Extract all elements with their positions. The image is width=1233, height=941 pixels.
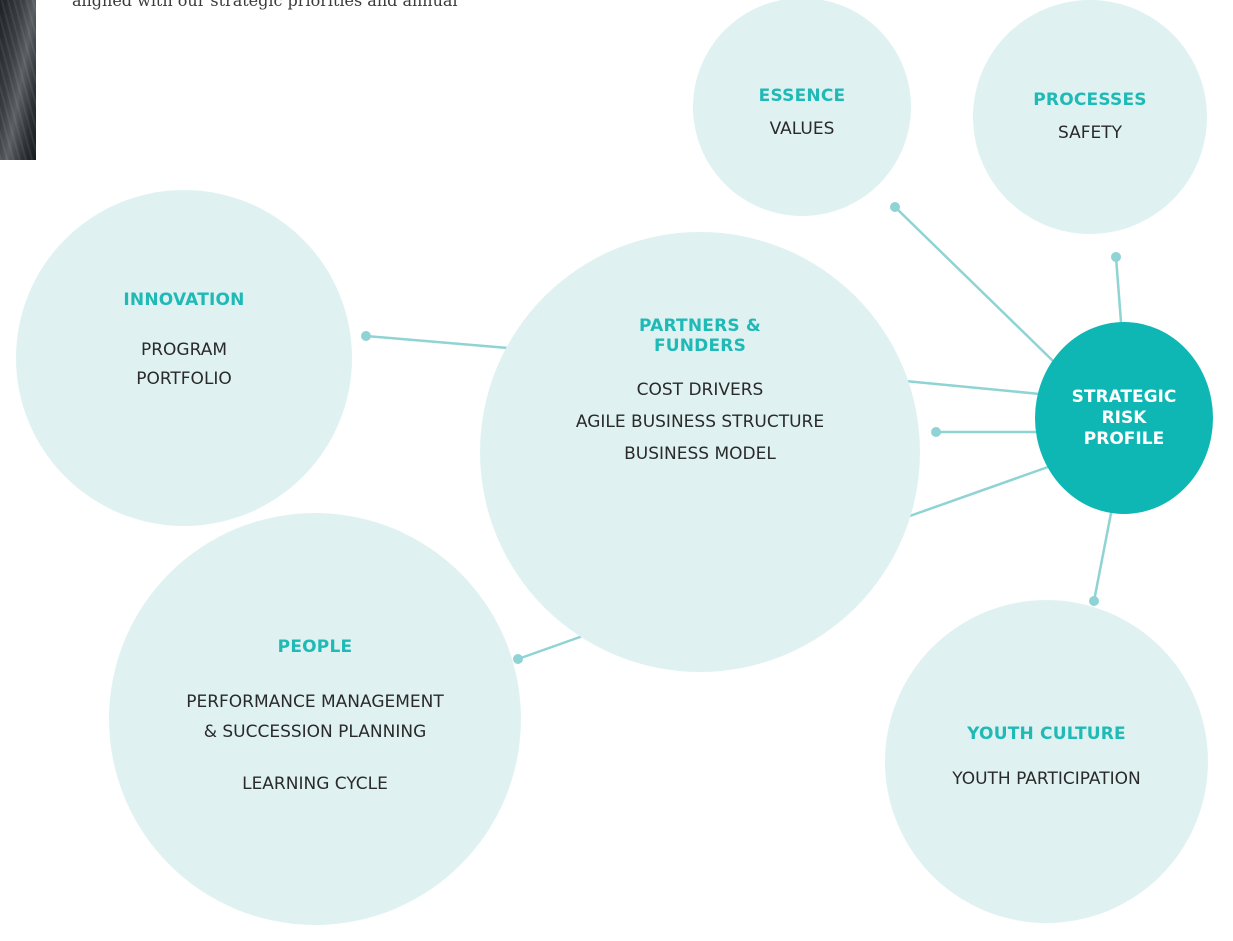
bubble-item: PROGRAM PORTFOLIO xyxy=(136,340,232,389)
bubble-item: COST DRIVERS xyxy=(636,380,764,400)
bubble-items: PROGRAM PORTFOLIO xyxy=(136,336,232,394)
portrait-photo xyxy=(0,0,36,160)
connector-dot-processes xyxy=(1111,252,1121,262)
bubble-item: BUSINESS MODEL xyxy=(624,444,776,464)
bubble-youth-culture: YOUTH CULTURE YOUTH PARTICIPATION xyxy=(885,600,1208,923)
hub-strategic-risk-profile: STRATEGIC RISK PROFILE xyxy=(1035,322,1213,514)
bubble-innovation: INNOVATION PROGRAM PORTFOLIO xyxy=(16,190,352,526)
bubble-title: ESSENCE xyxy=(758,86,846,106)
bubble-item: LEARNING CYCLE xyxy=(242,774,388,794)
bubble-item: PERFORMANCE MANAGEMENT & SUCCESSION PLAN… xyxy=(186,692,444,742)
bubble-items: PERFORMANCE MANAGEMENT & SUCCESSION PLAN… xyxy=(186,687,444,799)
bubble-title: INNOVATION xyxy=(123,290,245,310)
bubble-title: PROCESSES xyxy=(1033,90,1147,110)
connector-essence xyxy=(893,205,1054,362)
bubble-people: PEOPLE PERFORMANCE MANAGEMENT & SUCCESSI… xyxy=(109,513,521,925)
connector-dot-partners-mid xyxy=(931,427,941,437)
bubble-essence: ESSENCE VALUES xyxy=(693,0,911,216)
connector-people xyxy=(516,635,582,661)
bubble-items: YOUTH PARTICIPATION xyxy=(952,766,1140,793)
bubble-title: YOUTH CULTURE xyxy=(967,724,1126,744)
connector-partners-bottom xyxy=(905,465,1050,519)
bubble-title: PEOPLE xyxy=(277,637,353,657)
bubble-item: SAFETY xyxy=(1057,123,1123,143)
bubble-item: VALUES xyxy=(769,119,835,139)
connector-processes xyxy=(1114,255,1123,324)
hub-title: STRATEGIC RISK PROFILE xyxy=(1071,386,1177,449)
bubble-partners-funders: PARTNERS & FUNDERS COST DRIVERS AGILE BU… xyxy=(480,232,920,672)
bubble-title: PARTNERS & FUNDERS xyxy=(639,316,761,356)
intro-text: aligned with our strategic priorities an… xyxy=(72,0,458,10)
connector-dot-youth xyxy=(1089,596,1099,606)
connector-dot-innovation xyxy=(361,331,371,341)
connector-dot-people xyxy=(513,654,523,664)
bubble-item: AGILE BUSINESS STRUCTURE xyxy=(575,412,825,432)
connector-partners-top xyxy=(903,379,1042,396)
bubble-processes: PROCESSES SAFETY xyxy=(973,0,1207,234)
connector-youth xyxy=(1092,506,1114,603)
bubble-item: YOUTH PARTICIPATION xyxy=(952,769,1141,789)
bubble-items: COST DRIVERS AGILE BUSINESS STRUCTURE BU… xyxy=(576,374,824,470)
connector-dot-essence xyxy=(890,202,900,212)
connector-innovation xyxy=(364,334,510,350)
